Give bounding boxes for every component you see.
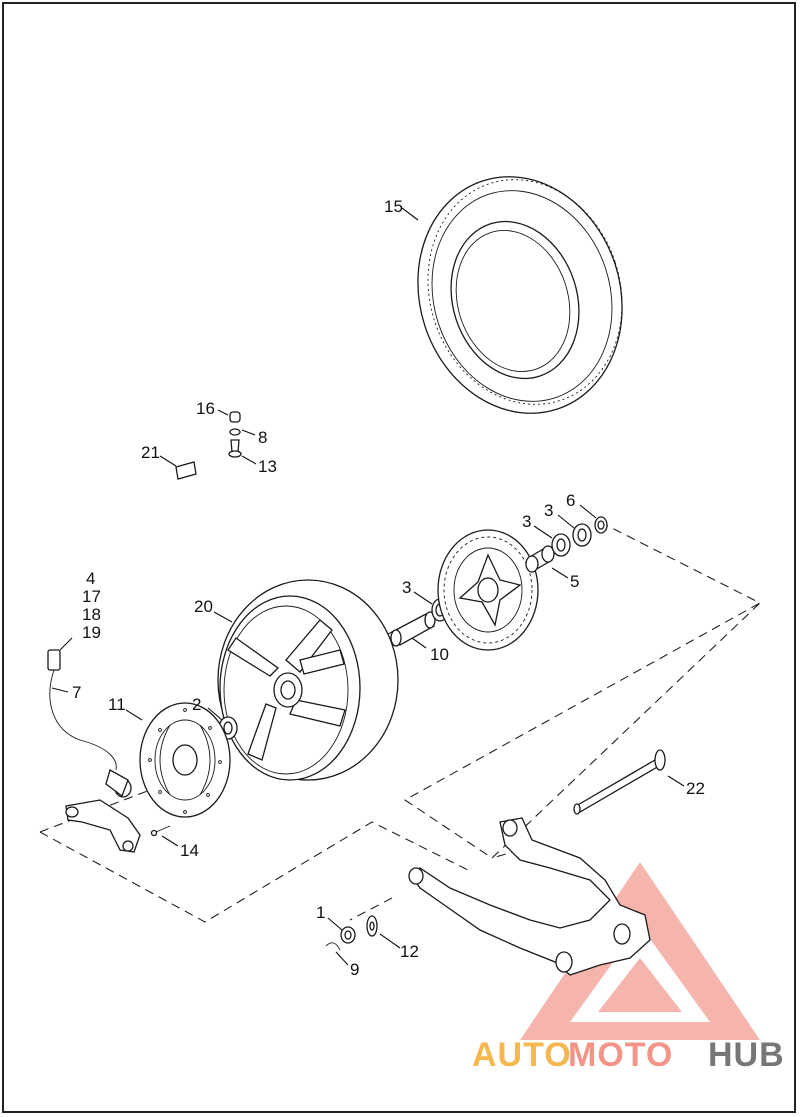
brake-disc — [139, 702, 231, 818]
wheel-weight — [175, 461, 197, 480]
axle-nut — [340, 926, 356, 944]
bearing-sprocket-1 — [551, 533, 571, 557]
axle-washer — [366, 915, 378, 937]
callout-labels: 15 16 8 13 21 6 3 3 5 3 4 17 18 19 20 10… — [72, 197, 705, 979]
watermark-moto: MOTO — [568, 1036, 673, 1074]
callout-14: 14 — [180, 841, 199, 860]
callout-15: 15 — [384, 197, 403, 216]
callout-7: 7 — [72, 683, 81, 702]
callout-3b: 3 — [522, 512, 531, 531]
callout-19: 19 — [82, 623, 101, 642]
callout-18: 18 — [82, 605, 101, 624]
wheel-speed-sensor — [47, 649, 132, 798]
callout-9: 9 — [350, 960, 359, 979]
tire — [417, 176, 623, 414]
watermark-auto: AUTO — [472, 1036, 572, 1074]
callout-10: 10 — [430, 645, 449, 664]
sprocket-spacer — [525, 545, 555, 573]
rear-wheel — [217, 579, 399, 781]
callout-17: 17 — [82, 587, 101, 606]
callout-8: 8 — [258, 428, 267, 447]
swingarm — [408, 817, 651, 976]
rear-axle — [573, 749, 666, 815]
callout-5: 5 — [570, 572, 579, 591]
callout-13: 13 — [258, 457, 277, 476]
cotter-clip — [325, 942, 341, 951]
assembly-dashed-lines — [39, 521, 761, 923]
seal — [594, 516, 608, 534]
watermark-hub: HUB — [708, 1036, 785, 1074]
axle-spacer — [390, 611, 436, 647]
callout-2: 2 — [192, 695, 201, 714]
callout-16: 16 — [196, 399, 215, 418]
leader-lines — [51, 207, 685, 966]
valve-cap — [228, 411, 242, 458]
callout-20: 20 — [194, 597, 213, 616]
disc-screw — [150, 825, 171, 837]
callout-21: 21 — [141, 443, 160, 462]
callout-12: 12 — [400, 942, 419, 961]
callout-6: 6 — [566, 491, 575, 510]
rear-sprocket — [437, 529, 539, 651]
caliper-bracket — [65, 799, 141, 853]
callout-11: 11 — [108, 695, 126, 714]
callout-22: 22 — [686, 779, 705, 798]
callout-3c: 3 — [402, 578, 411, 597]
callout-4: 4 — [86, 569, 95, 588]
watermark-logo — [520, 862, 760, 1040]
bearing-sprocket-2 — [572, 523, 592, 547]
callout-3a: 3 — [544, 501, 553, 520]
callout-1: 1 — [316, 903, 325, 922]
watermark-text: AUTO MOTO HUB — [472, 1036, 785, 1074]
